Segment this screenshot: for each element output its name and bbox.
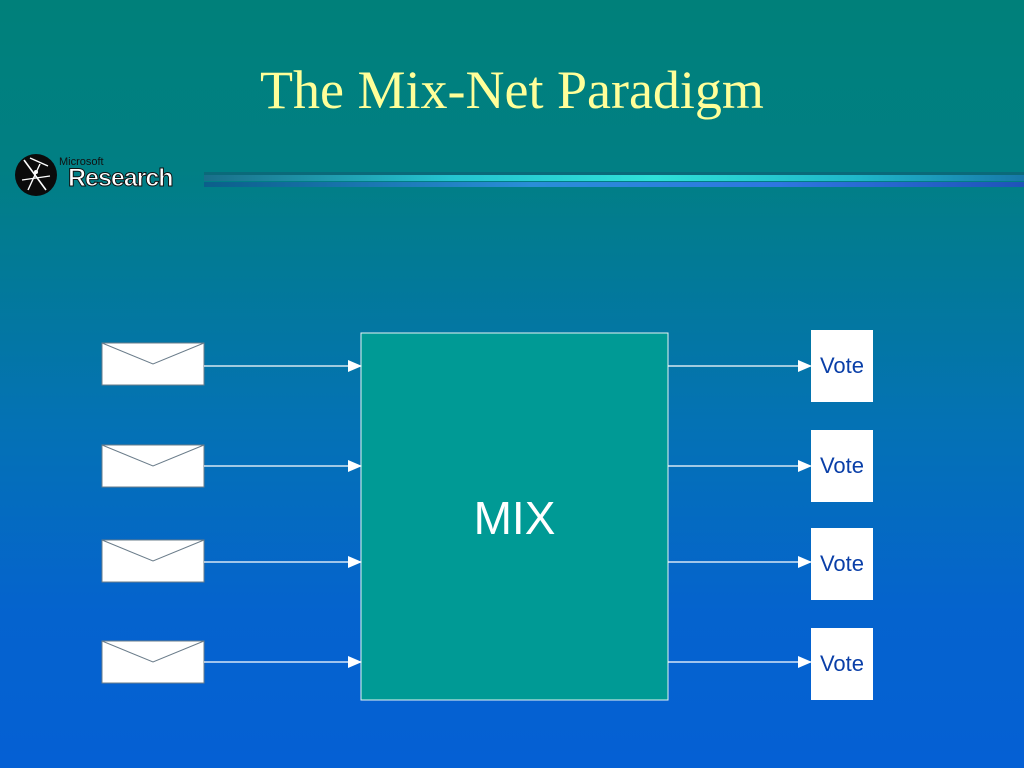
microsoft-research-logo: Microsoft Research bbox=[14, 150, 204, 200]
logo-emblem-icon bbox=[15, 154, 57, 196]
vote-output-3: Vote bbox=[811, 528, 873, 600]
title-rule bbox=[204, 172, 1024, 187]
vote-output-4: Vote bbox=[811, 628, 873, 700]
logo-text-research: Research bbox=[68, 164, 175, 193]
mix-box bbox=[360, 332, 669, 701]
envelope-3 bbox=[101, 539, 205, 583]
envelope-4-flap bbox=[101, 640, 205, 663]
vote-output-2: Vote bbox=[811, 430, 873, 502]
logo-text-microsoft: Microsoft bbox=[59, 156, 104, 168]
envelope-1-flap bbox=[101, 342, 205, 365]
envelope-3-flap bbox=[101, 539, 205, 562]
envelope-2 bbox=[101, 444, 205, 488]
envelope-4 bbox=[101, 640, 205, 684]
envelope-1 bbox=[101, 342, 205, 386]
mix-label: MIX bbox=[473, 492, 556, 544]
slide-title: The Mix-Net Paradigm bbox=[260, 60, 764, 120]
vote-output-1: Vote bbox=[811, 330, 873, 402]
envelope-2-flap bbox=[101, 444, 205, 467]
